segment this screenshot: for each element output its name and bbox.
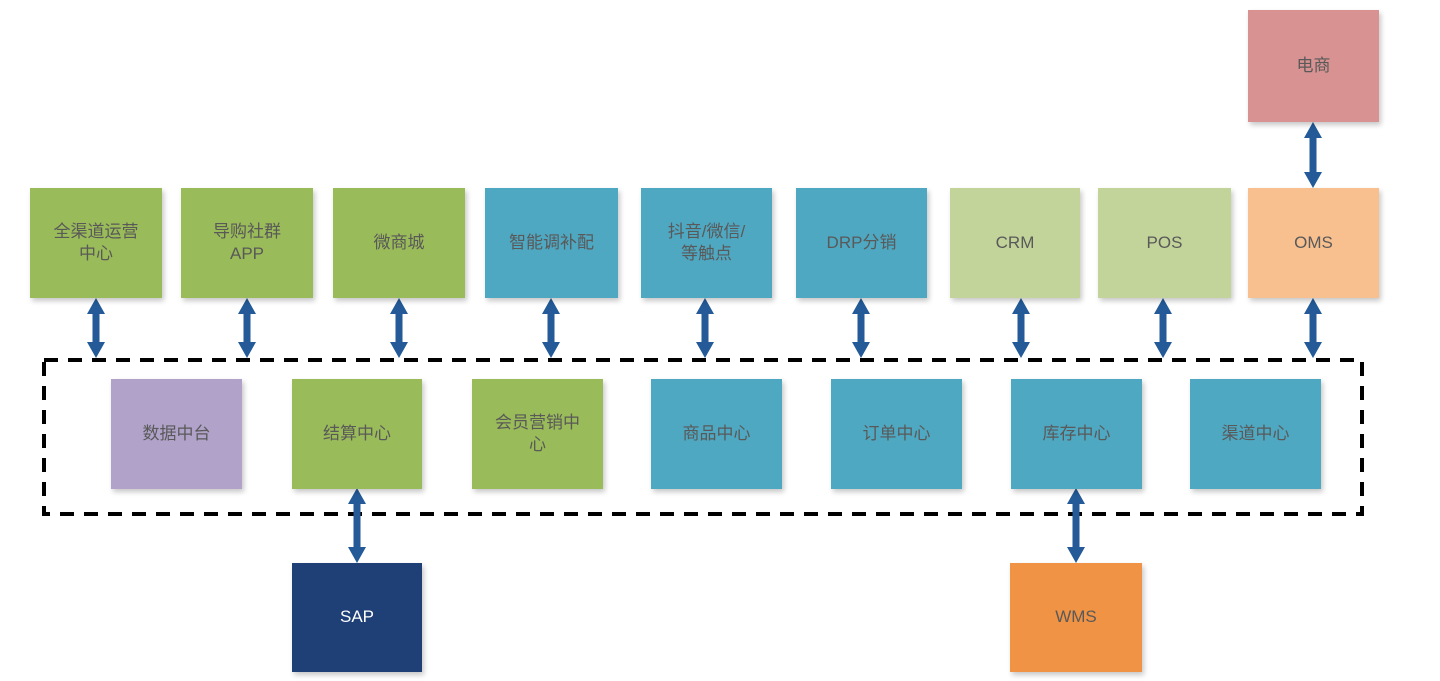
node-settlement-center: 结算中心 [292, 379, 422, 489]
node-ecommerce: 电商 [1248, 10, 1379, 122]
node-label: 电商 [1296, 55, 1331, 75]
node-label: WMS [1055, 607, 1097, 627]
node-label: 数据中台 [142, 423, 211, 443]
node-label: CRM [995, 232, 1035, 252]
double-arrow [1012, 298, 1030, 358]
node-label: OMS [1294, 232, 1333, 252]
node-wms: WMS [1010, 563, 1142, 672]
double-arrow [1154, 298, 1172, 358]
middle-platform-dashed-border [42, 358, 1364, 516]
node-label: 渠道中心 [1221, 423, 1290, 443]
double-arrow [1304, 298, 1322, 358]
node-sap: SAP [292, 563, 422, 672]
node-label: SAP [339, 607, 375, 627]
node-smart-allocation: 智能调补配 [485, 188, 618, 298]
node-inventory-center: 库存中心 [1011, 379, 1142, 489]
node-micro-mall: 微商城 [333, 188, 465, 298]
node-guide-community-app: 导购社群APP [181, 188, 313, 298]
node-label: 抖音/微信/等触点 [667, 221, 746, 263]
double-arrow [87, 298, 105, 358]
node-pos: POS [1098, 188, 1231, 298]
node-oms: OMS [1248, 188, 1379, 298]
node-order-center: 订单中心 [831, 379, 962, 489]
node-label: DRP分销 [826, 232, 897, 252]
node-label: POS [1146, 232, 1183, 252]
node-label: 导购社群APP [213, 221, 281, 263]
double-arrow [1067, 488, 1085, 563]
node-product-center: 商品中心 [651, 379, 782, 489]
node-drp-distribution: DRP分销 [796, 188, 927, 298]
node-label: 智能调补配 [509, 232, 594, 252]
node-data-middle-platform: 数据中台 [111, 379, 242, 489]
double-arrow [348, 488, 366, 563]
double-arrow [542, 298, 560, 358]
node-crm: CRM [950, 188, 1080, 298]
node-label: 订单中心 [862, 423, 931, 443]
node-omni-channel-operation-center: 全渠道运营中心 [30, 188, 162, 298]
double-arrow [390, 298, 408, 358]
double-arrow [1304, 122, 1322, 188]
node-label: 库存中心 [1042, 423, 1111, 443]
double-arrow [238, 298, 256, 358]
node-label: 微商城 [373, 232, 425, 252]
node-douyin-wechat-touchpoints: 抖音/微信/等触点 [641, 188, 772, 298]
node-label: 商品中心 [682, 423, 751, 443]
node-label: 全渠道运营中心 [53, 221, 139, 263]
double-arrow [852, 298, 870, 358]
node-channel-center: 渠道中心 [1190, 379, 1321, 489]
node-label: 结算中心 [323, 423, 391, 443]
node-label: 会员营销中心 [495, 412, 580, 454]
arrows-group [87, 122, 1322, 563]
node-member-marketing-center: 会员营销中心 [472, 379, 603, 489]
double-arrow [696, 298, 714, 358]
